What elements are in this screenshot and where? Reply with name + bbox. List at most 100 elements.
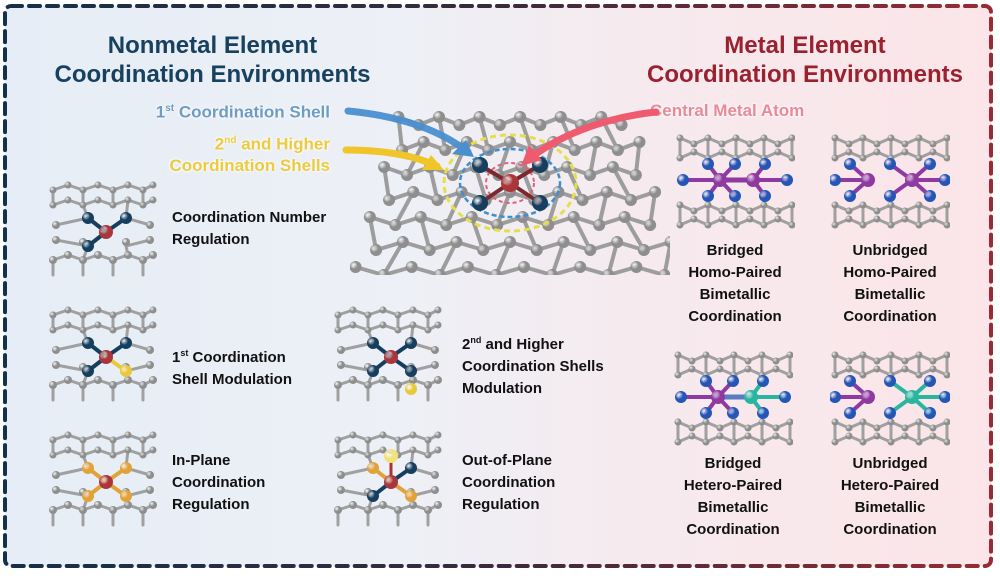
- carbon-atom: [730, 418, 738, 426]
- carbon-atom: [873, 424, 881, 432]
- dopant-atom: [405, 462, 417, 474]
- carbon-atom: [440, 219, 453, 231]
- carbon-atom: [424, 506, 432, 514]
- carbon-atom: [557, 236, 570, 248]
- carbon-atom: [434, 431, 442, 439]
- carbon-atom: [704, 201, 712, 209]
- carbon-atom: [139, 201, 147, 209]
- yellow-arrow: [342, 146, 441, 170]
- carbon-atom: [149, 376, 157, 384]
- carbon-atom: [615, 119, 628, 131]
- carbon-atom: [760, 221, 768, 229]
- carbon-atom: [674, 351, 682, 359]
- carbon-atom: [929, 148, 937, 156]
- carbon-atom: [349, 431, 357, 439]
- red-arrow: [524, 108, 660, 164]
- nitrogen-atom: [924, 158, 936, 170]
- carbon-atom: [718, 215, 726, 223]
- in-plane-regulation-model: [49, 431, 157, 527]
- carbon-atom: [139, 451, 147, 459]
- carbon-atom: [146, 236, 154, 244]
- carbon-atom: [688, 432, 696, 440]
- carbon-atom: [746, 140, 754, 148]
- carbon-atom: [439, 144, 452, 156]
- carbon-atom: [94, 181, 102, 189]
- dopant-atom: [82, 490, 94, 502]
- bond: [393, 190, 416, 227]
- carbon-atom: [887, 134, 895, 142]
- carbon-atom: [690, 207, 698, 215]
- carbon-atom: [149, 446, 157, 454]
- dopant-atom: [120, 337, 132, 349]
- carbon-atom: [887, 438, 895, 446]
- carbon-atom: [514, 111, 527, 123]
- carbon-atom: [746, 148, 754, 156]
- carbon-atom: [901, 357, 909, 365]
- carbon-atom: [758, 351, 766, 359]
- carbon-atom: [379, 501, 387, 509]
- carbon-atom: [431, 471, 439, 479]
- carbon-atom: [434, 321, 442, 329]
- carbon-atom: [568, 144, 581, 156]
- carbon-atom: [334, 506, 342, 514]
- carbon-atom: [124, 431, 132, 439]
- carbon-atom: [424, 436, 432, 444]
- carbon-atom: [79, 256, 87, 264]
- carbon-atom: [873, 365, 881, 373]
- nitrogen-atom: [844, 407, 856, 419]
- carbon-atom: [534, 119, 547, 131]
- carbon-atom: [379, 306, 387, 314]
- carbon-atom: [49, 256, 57, 264]
- carbon-atom: [379, 376, 387, 384]
- dopant-atom: [367, 365, 379, 377]
- carbon-atom: [94, 196, 102, 204]
- nitrogen-atom: [727, 375, 739, 387]
- nitrogen-atom: [781, 174, 793, 186]
- metal-title-line2: Coordination Environments: [646, 61, 963, 88]
- carbon-atom: [873, 432, 881, 440]
- carbon-atom: [146, 221, 154, 229]
- axial-ligand-atom: [384, 449, 398, 463]
- nitrogen-atom: [757, 375, 769, 387]
- carbon-atom: [94, 251, 102, 259]
- nitrogen-atom: [844, 158, 856, 170]
- carbon-atom: [716, 432, 724, 440]
- carbon-atom: [64, 181, 72, 189]
- carbon-atom: [409, 306, 417, 314]
- carbon-atom: [124, 501, 132, 509]
- nitrogen-atom: [532, 195, 548, 211]
- carbon-atom: [94, 306, 102, 314]
- carbon-atom: [433, 269, 446, 275]
- carbon-atom: [431, 346, 439, 354]
- carbon-atom: [378, 161, 391, 173]
- carbon-atom: [109, 201, 117, 209]
- carbon-atom: [859, 221, 867, 229]
- carbon-atom: [873, 357, 881, 365]
- carbon-atom: [674, 371, 682, 379]
- carbon-atom: [600, 186, 613, 198]
- carbon-atom: [690, 140, 698, 148]
- carbon-atom: [744, 424, 752, 432]
- carbon-atom: [109, 256, 117, 264]
- carbon-atom: [434, 446, 442, 454]
- yellow-arrowhead: [422, 155, 444, 170]
- carbon-atom: [364, 381, 372, 389]
- carbon-atom: [461, 261, 474, 273]
- nitrogen-atom: [700, 407, 712, 419]
- carbon-atom: [929, 215, 937, 223]
- carbon-atom: [109, 186, 117, 194]
- carbon-atom: [633, 136, 646, 148]
- carbon-atom: [943, 351, 950, 359]
- carbon-atom: [859, 351, 867, 359]
- bond: [622, 215, 646, 252]
- carbon-atom: [744, 432, 752, 440]
- carbon-atom: [943, 134, 950, 142]
- carbon-atom: [109, 506, 117, 514]
- carbon-atom: [139, 256, 147, 264]
- carbon-atom: [915, 221, 923, 229]
- carbon-atom: [716, 365, 724, 373]
- nitrogen-atom: [727, 407, 739, 419]
- carbon-atom: [718, 148, 726, 156]
- nitrogen-atom: [729, 158, 741, 170]
